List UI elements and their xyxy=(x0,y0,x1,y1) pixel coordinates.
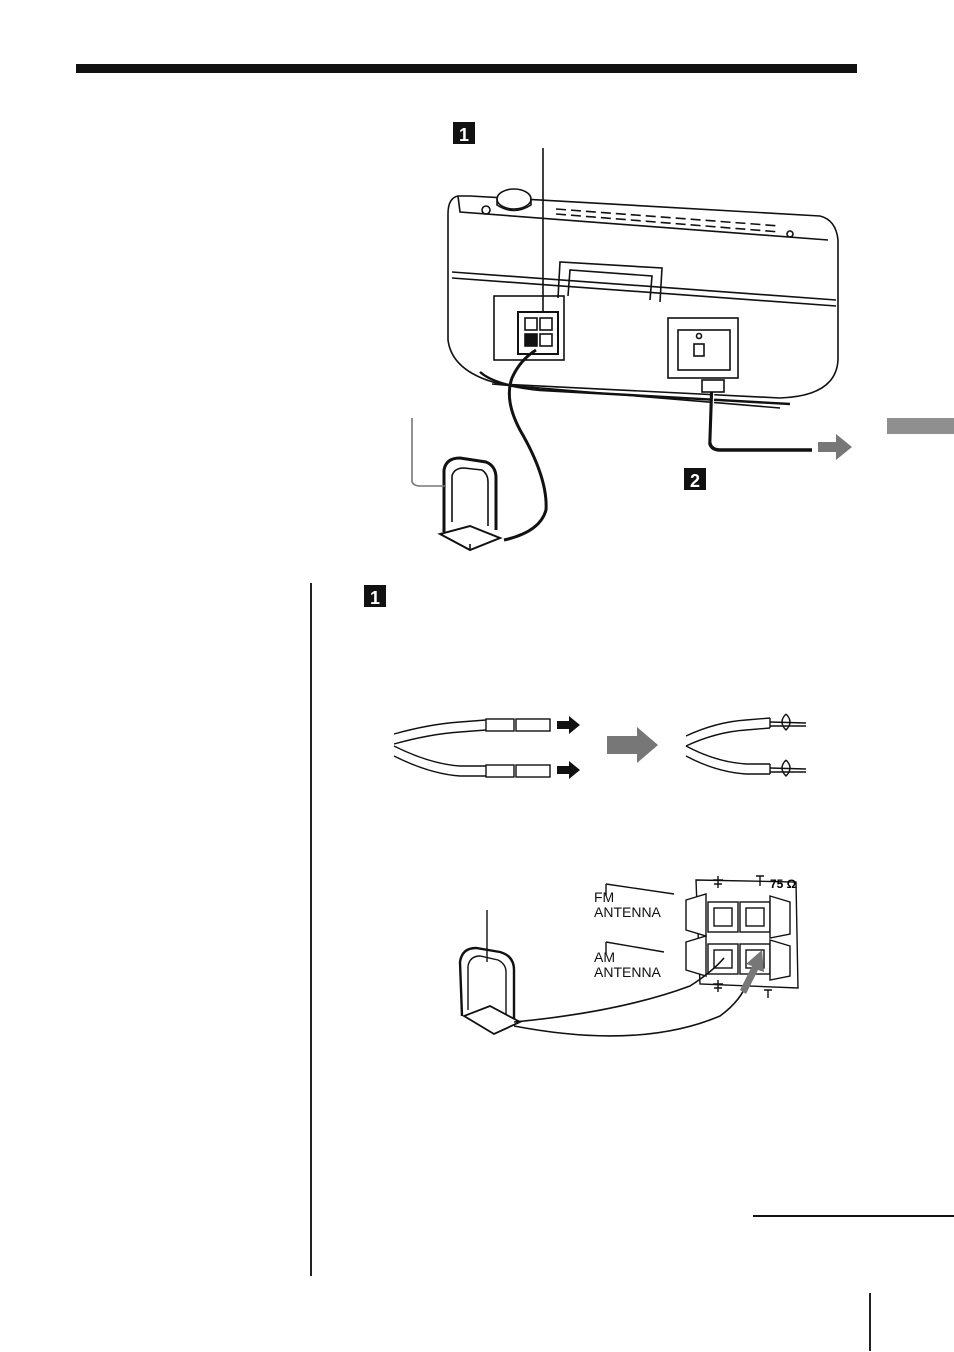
column-divider xyxy=(310,583,312,1276)
wire-stripping-illustration xyxy=(390,700,810,800)
power-arrow xyxy=(818,434,852,460)
page-number-rule xyxy=(869,1293,871,1351)
am-label-line2: ANTENNA xyxy=(594,965,661,980)
am-label-line1: AM xyxy=(594,950,661,965)
fm-label-line2: ANTENNA xyxy=(594,905,661,920)
fm-label-line1: FM xyxy=(594,890,661,905)
section-tab-marker xyxy=(887,418,954,434)
header-rule xyxy=(76,64,857,73)
step-1-section-badge: 1 xyxy=(364,585,386,607)
unit-rear-illustration xyxy=(400,140,870,560)
impedance-label: 75 Ω xyxy=(770,877,797,891)
footer-rule xyxy=(753,1215,954,1217)
fm-antenna-label: FM ANTENNA xyxy=(594,890,661,920)
am-antenna-label: AM ANTENNA xyxy=(594,950,661,980)
